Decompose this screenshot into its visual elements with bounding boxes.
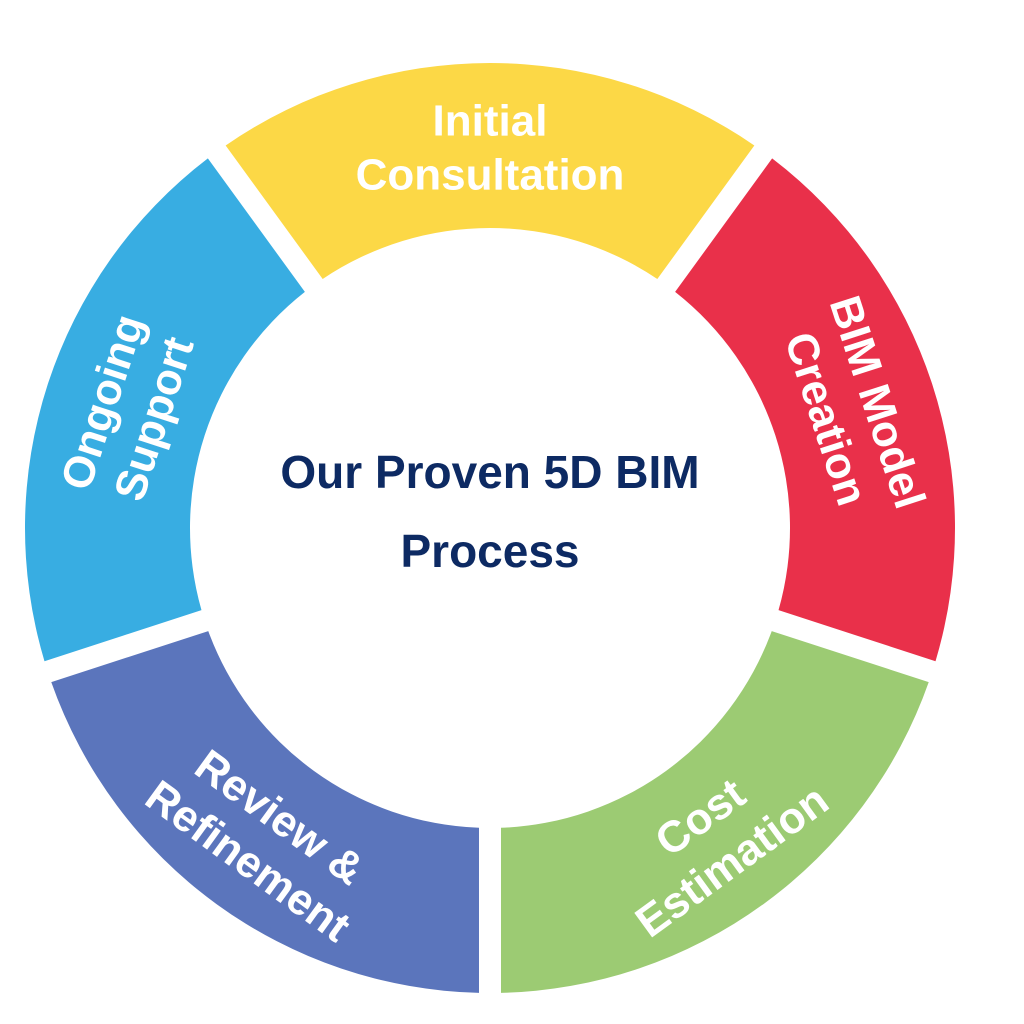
- segment-label-line: Consultation: [356, 151, 625, 200]
- center-title-line1: Our Proven 5D BIM: [280, 446, 699, 498]
- center-title-line2: Process: [400, 525, 579, 577]
- segment-cost-estimation: [500, 631, 929, 993]
- segment-ongoing-support: [24, 158, 305, 662]
- segment-review-refinement: [51, 631, 480, 993]
- segment-initial-consultation: [225, 62, 755, 279]
- segment-label-line: Initial: [433, 97, 548, 146]
- segment-bim-model-creation: [675, 158, 956, 662]
